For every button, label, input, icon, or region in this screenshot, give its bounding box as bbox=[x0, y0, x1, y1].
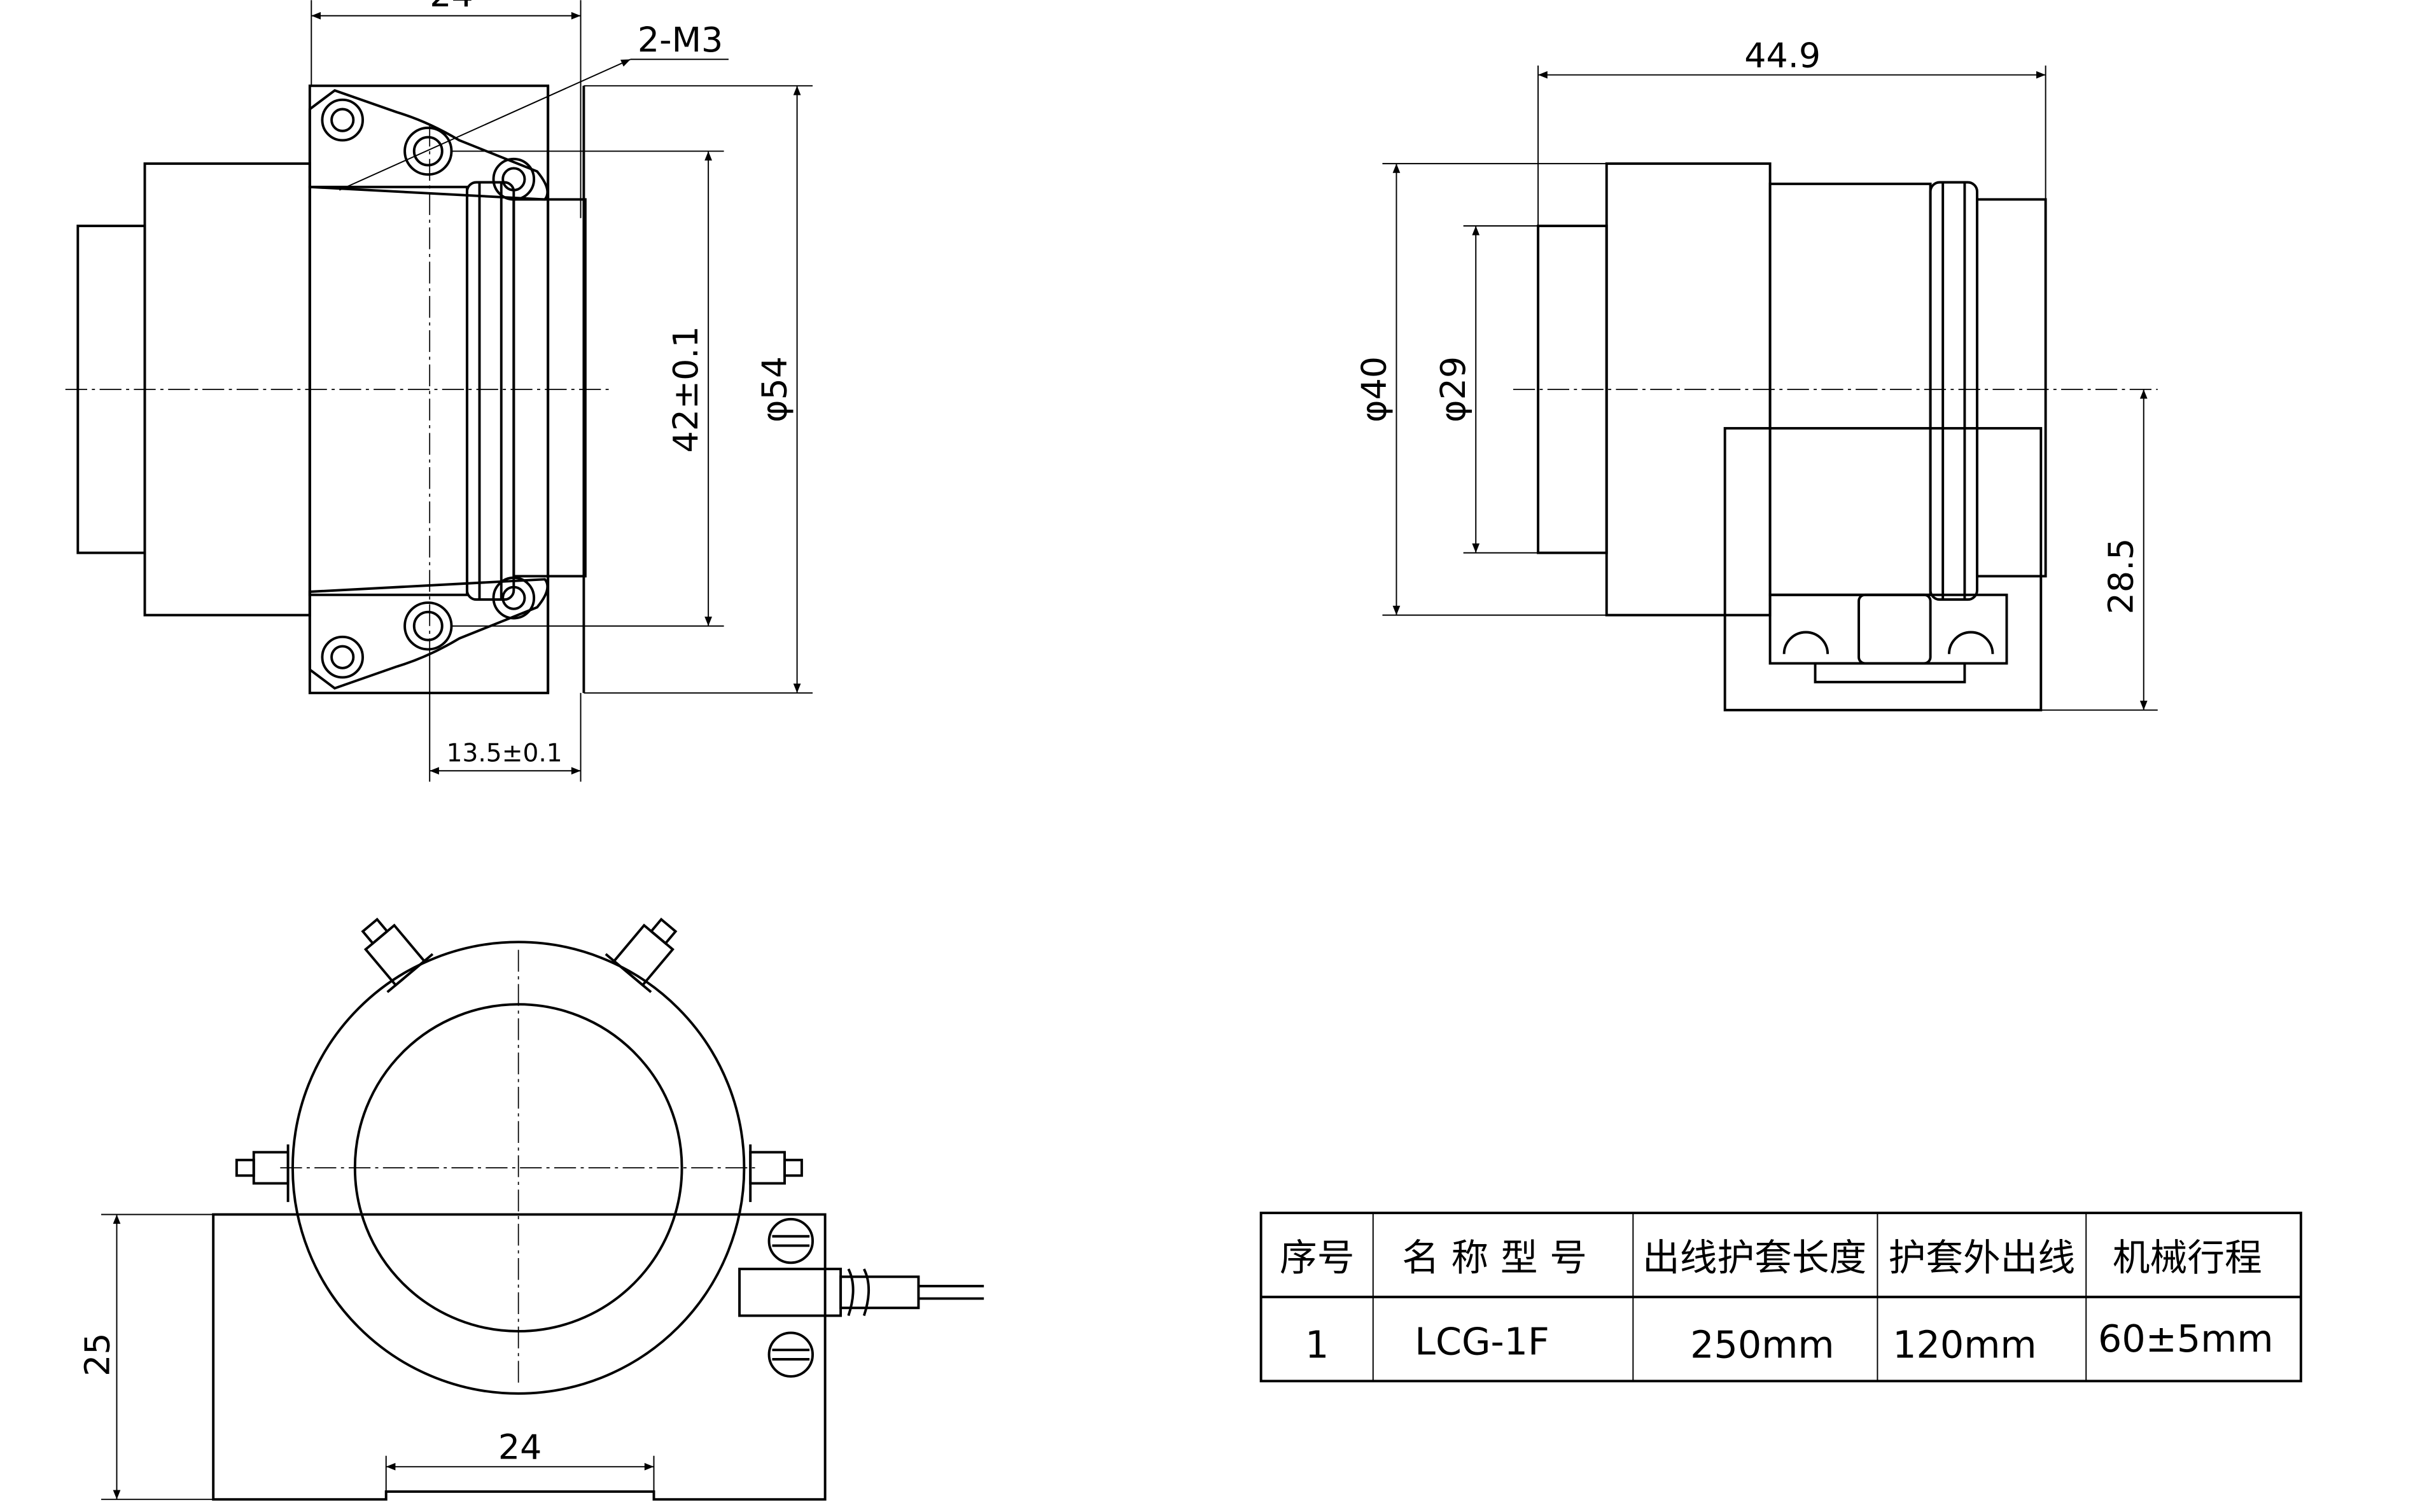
dim-diameter-54: φ54 bbox=[754, 356, 794, 423]
dim-offset: 13.5±0.1 bbox=[447, 739, 563, 768]
cell-stroke: 60±5mm bbox=[2098, 1317, 2274, 1361]
dim-length: 44.9 bbox=[1744, 35, 1821, 75]
cell-model: LCG-1F bbox=[1415, 1320, 1549, 1364]
end-view: 25 24 bbox=[77, 918, 984, 1501]
dim-height-25: 25 bbox=[77, 1333, 117, 1376]
cell-index: 1 bbox=[1305, 1324, 1329, 1367]
side-view: 44.9 φ40 φ29 28.5 bbox=[1353, 35, 2158, 711]
spec-table: 序号 名 称 型 号 出线护套长度 护套外出线 机械行程 1 LCG-1F 25… bbox=[1259, 1212, 2302, 1383]
dim-center-height: 28.5 bbox=[2101, 538, 2141, 615]
front-view: 24 2-M3 42±0.1 φ54 13.5±0.1 bbox=[65, 0, 813, 782]
dim-outer-diameter: φ40 bbox=[1353, 356, 1394, 423]
header-model: 名 称 型 号 bbox=[1402, 1236, 1587, 1280]
dim-base-width-24: 24 bbox=[498, 1427, 542, 1467]
thread-note: 2-M3 bbox=[638, 20, 723, 60]
header-index: 序号 bbox=[1280, 1236, 1354, 1280]
header-stroke: 机械行程 bbox=[2113, 1236, 2262, 1280]
dim-hole-spacing: 42±0.1 bbox=[666, 326, 706, 452]
dim-width-24: 24 bbox=[430, 0, 473, 15]
cell-sheath-length: 250mm bbox=[1690, 1324, 1834, 1367]
cell-outer-lead: 120mm bbox=[1892, 1324, 2036, 1367]
dim-inner-diameter: φ29 bbox=[1433, 356, 1473, 423]
header-sheath-length: 出线护套长度 bbox=[1642, 1236, 1866, 1280]
header-outer-lead: 护套外出线 bbox=[1889, 1236, 2076, 1280]
